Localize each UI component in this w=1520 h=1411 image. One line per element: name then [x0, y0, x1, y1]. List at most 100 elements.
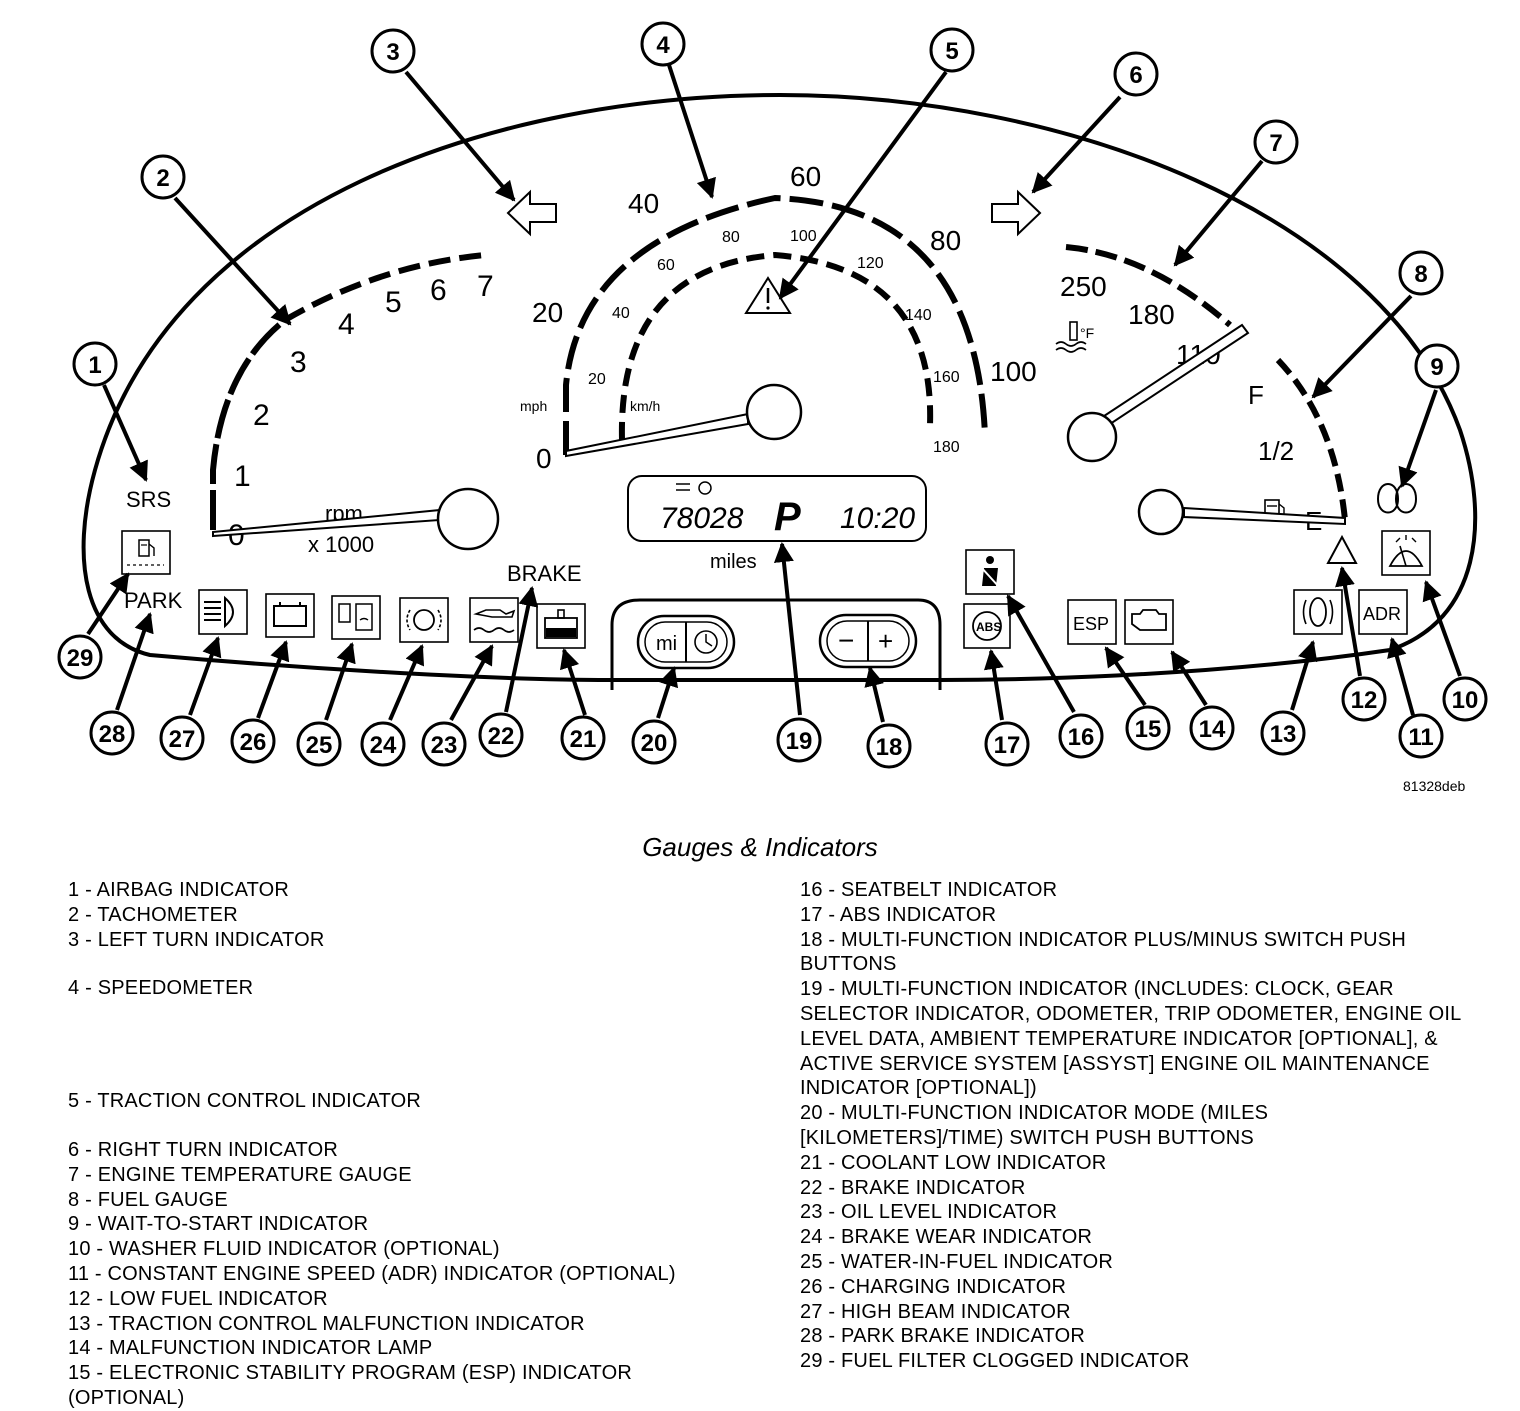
legend-item-10: 10 - WASHER FLUID INDICATOR (OPTIONAL) [68, 1238, 500, 1261]
svg-text:9: 9 [1430, 354, 1443, 381]
mph-tick-20: 20 [532, 297, 563, 328]
legend-right: 16 - SEATBELT INDICATOR 17 - ABS INDICAT… [800, 878, 1490, 1374]
legend-item-26: 26 - CHARGING INDICATOR [800, 1275, 1067, 1298]
legend-item-15: 15 - ELECTRONIC STABILITY PROGRAM (ESP) … [68, 1362, 632, 1409]
svg-text:19: 19 [786, 728, 813, 755]
legend-item-7: 7 - ENGINE TEMPERATURE GAUGE [68, 1163, 412, 1186]
callout-11: 11 [1398, 713, 1444, 759]
temp-unit: °F [1080, 325, 1094, 341]
kmh-tick-40: 40 [612, 305, 630, 322]
callout-2: 2 [140, 154, 186, 200]
svg-text:10: 10 [1452, 687, 1479, 714]
svg-text:6: 6 [1129, 62, 1142, 89]
legend-item-19: 19 - MULTI-FUNCTION INDICATOR (INCLUDES:… [800, 978, 1461, 1100]
abs-label: ABS [976, 620, 1001, 634]
legend-item-27: 27 - HIGH BEAM INDICATOR [800, 1300, 1071, 1323]
legend-item-25: 25 - WATER-IN-FUEL INDICATOR [800, 1250, 1114, 1273]
mph-tick-0: 0 [536, 443, 552, 474]
seatbelt-icon [965, 549, 1015, 595]
esp-icon: ESP [1067, 599, 1117, 645]
tach-tick-1: 1 [234, 460, 251, 493]
washer-fluid-icon [1381, 530, 1431, 576]
svg-text:4: 4 [656, 32, 670, 59]
fuel-half-label: 1/2 [1258, 436, 1294, 466]
tach-tick-6: 6 [430, 274, 447, 307]
traction-malfunction-icon [1293, 589, 1343, 635]
legend-item-18: 18 - MULTI-FUNCTION INDICATOR PLUS/MINUS… [800, 928, 1406, 976]
low-fuel-triangle-icon [1326, 534, 1358, 564]
legend-item-28: 28 - PARK BRAKE INDICATOR [800, 1325, 1086, 1348]
battery-icon [265, 593, 315, 638]
plus-minus-switch-buttons[interactable]: − + [818, 613, 918, 669]
speedo-needle [565, 412, 749, 458]
display-status-icons [676, 481, 712, 495]
temperature-gauge: 250 180 110 °F [1055, 244, 1250, 463]
left-turn-arrow-icon [506, 189, 557, 237]
callout-9: 9 [1414, 343, 1460, 389]
tach-hub [436, 487, 500, 551]
fuel-full-label: F [1248, 380, 1264, 410]
svg-text:22: 22 [488, 723, 515, 750]
svg-text:5: 5 [945, 38, 958, 65]
svg-text:29: 29 [67, 645, 94, 672]
instrument-cluster-diagram: 0 1 2 3 4 5 6 7 rpm x 1000 0 20 40 60 80… [57, 21, 1488, 794]
callout-18: 18 [866, 723, 912, 769]
callout-27: 27 [159, 715, 205, 761]
kmh-tick-160: 160 [933, 369, 960, 386]
callout-12: 12 [1341, 676, 1387, 722]
kmh-tick-20: 20 [588, 371, 606, 388]
legend-item-4: 4 - SPEEDOMETER [68, 977, 254, 1000]
coolant-temp-icon [1055, 321, 1087, 353]
legend-item-6: 6 - RIGHT TURN INDICATOR [68, 1138, 339, 1161]
high-beam-icon [198, 589, 248, 635]
legend-item-13: 13 - TRACTION CONTROL MALFUNCTION INDICA… [68, 1312, 585, 1335]
svg-text:14: 14 [1199, 716, 1226, 743]
svg-text:7: 7 [1269, 130, 1282, 157]
svg-text:2: 2 [156, 165, 169, 192]
mph-tick-40: 40 [628, 188, 659, 219]
minus-button-label[interactable]: − [838, 625, 854, 656]
temp-tick-250: 250 [1060, 271, 1107, 302]
legend-item-12: 12 - LOW FUEL INDICATOR [68, 1287, 328, 1310]
multi-function-display: 78028 P 10:20 [627, 475, 927, 542]
kmh-tick-80: 80 [722, 229, 740, 246]
svg-text:3: 3 [386, 39, 399, 66]
fuel-gauge: F 1/2 E [1137, 357, 1348, 536]
miles-button-label[interactable]: mi [656, 633, 677, 655]
brake-label: BRAKE [507, 561, 582, 586]
legend-item-20: 20 - MULTI-FUNCTION INDICATOR MODE (MILE… [800, 1102, 1269, 1149]
callout-25: 25 [296, 721, 342, 767]
callout-17: 17 [984, 721, 1030, 767]
adr-icon: ADR [1358, 589, 1408, 635]
mph-unit-label: mph [520, 398, 547, 414]
callout-13: 13 [1260, 710, 1306, 756]
tach-tick-5: 5 [385, 286, 402, 319]
tach-tick-4: 4 [338, 308, 355, 341]
water-in-fuel-icon [331, 595, 381, 640]
fuel-hub [1137, 488, 1185, 536]
tach-tick-2: 2 [253, 399, 270, 432]
callout-23: 23 [421, 721, 467, 767]
svg-text:1: 1 [88, 352, 101, 379]
legend-item-22: 22 - BRAKE INDICATOR [800, 1176, 1026, 1199]
srs-label: SRS [126, 487, 171, 512]
kmh-tick-140: 140 [905, 307, 932, 324]
plus-button-label[interactable]: + [878, 626, 893, 656]
park-label: PARK [124, 588, 183, 613]
tach-unit-x1000: x 1000 [308, 532, 374, 557]
malfunction-engine-icon [1124, 599, 1174, 645]
speedometer: 0 20 40 60 80 100 20 40 60 80 100 120 14… [520, 161, 1037, 474]
legend-left: 1 - AIRBAG INDICATOR 2 - TACHOMETER 3 - … [68, 878, 768, 1411]
svg-text:17: 17 [994, 732, 1021, 759]
fuel-filter-clogged-icon [121, 530, 171, 575]
legend-item-11: 11 - CONSTANT ENGINE SPEED (ADR) INDICAT… [68, 1262, 676, 1285]
svg-text:8: 8 [1414, 261, 1427, 288]
glow-plug-icon [1377, 483, 1418, 514]
legend-item-1: 1 - AIRBAG INDICATOR [68, 879, 290, 901]
legend-item-17: 17 - ABS INDICATOR [800, 903, 997, 926]
callout-26: 26 [230, 718, 276, 764]
legend-item-23: 23 - OIL LEVEL INDICATOR [800, 1201, 1058, 1224]
callout-5: 5 [929, 27, 975, 73]
mode-switch-buttons[interactable]: mi [636, 614, 736, 670]
clock-button-icon[interactable] [694, 630, 718, 654]
